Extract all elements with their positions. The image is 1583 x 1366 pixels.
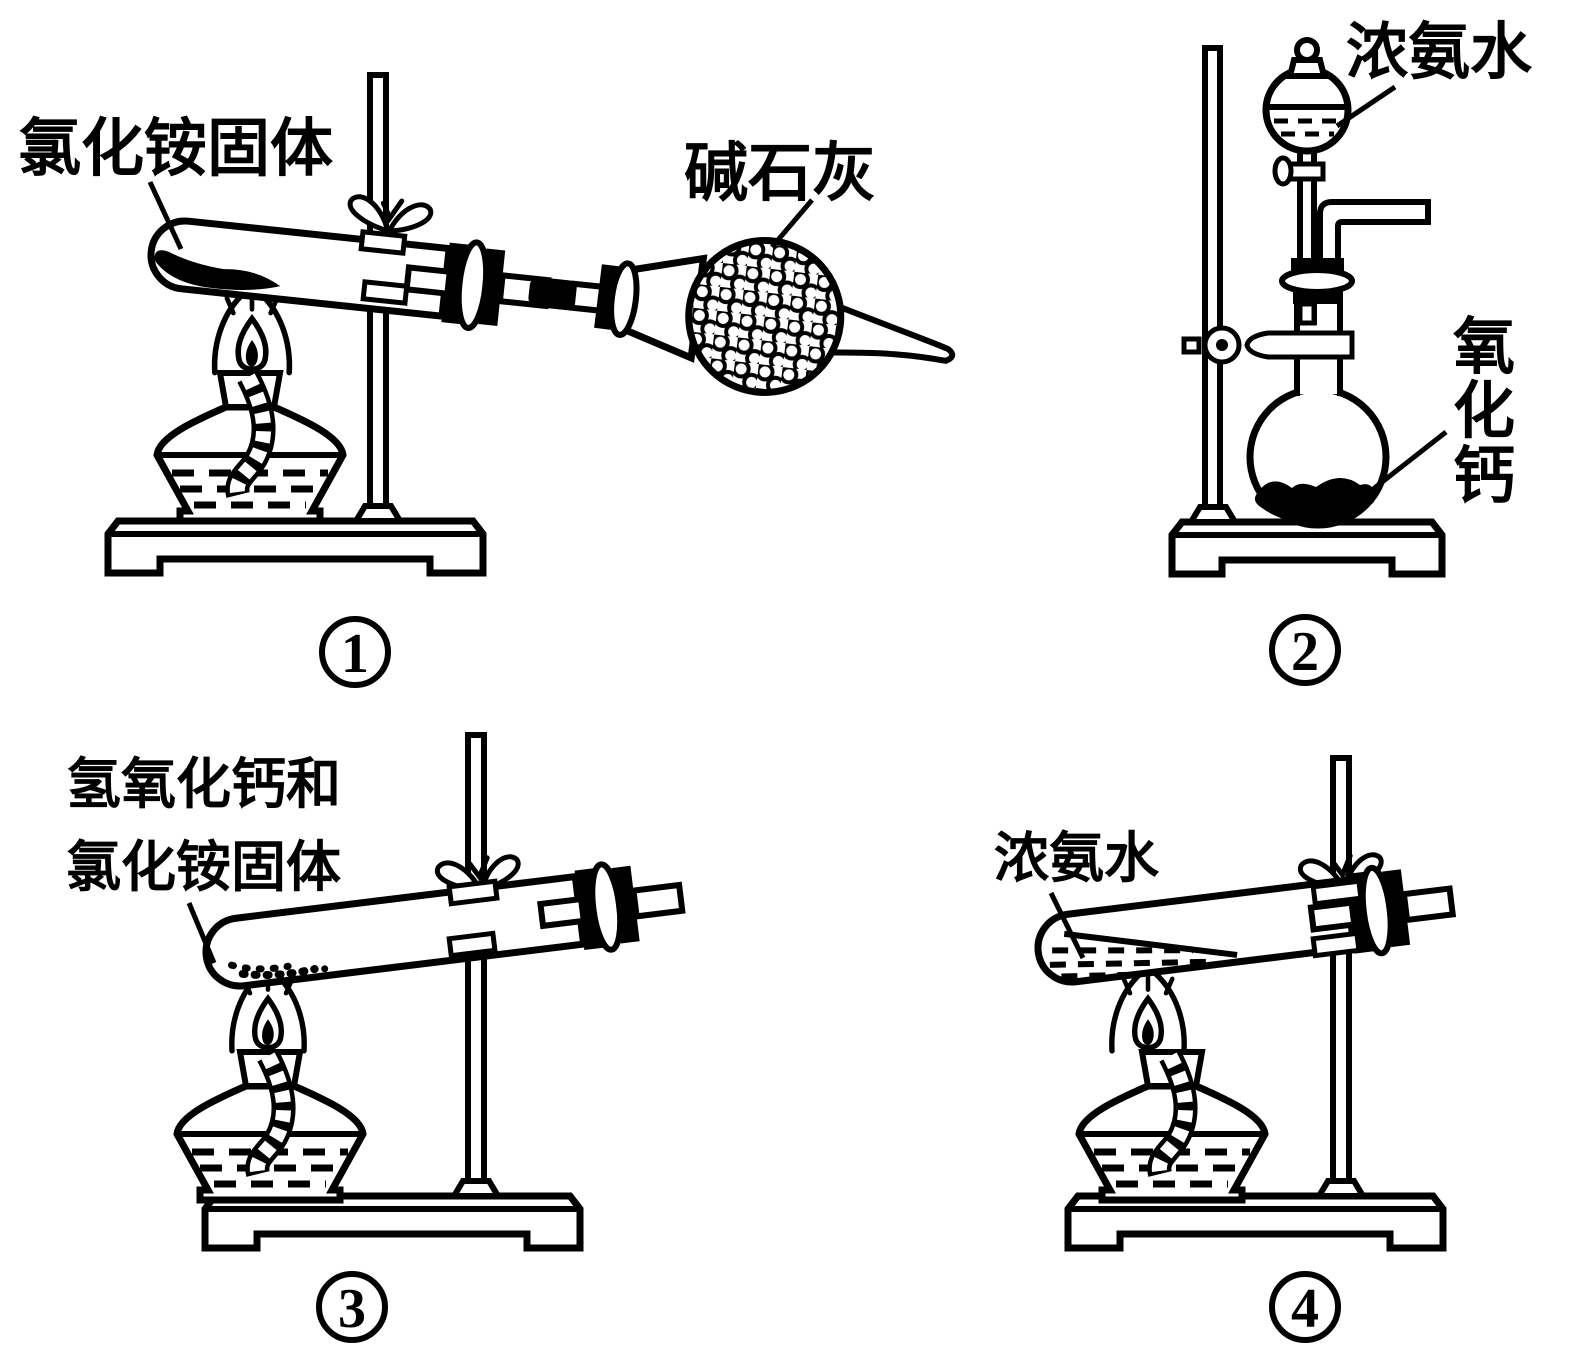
circled-number-4-text: 4 [1291, 1278, 1319, 1340]
label-calcium-oxide: 氧 化 钙 [1453, 313, 1515, 511]
circled-number-2-text: 2 [1291, 621, 1319, 683]
label-ammonia-solution: 浓氨水 [1346, 18, 1533, 87]
svg-text:氧: 氧 [1453, 313, 1515, 382]
svg-text:钙: 钙 [1453, 442, 1515, 511]
clamp-bow [348, 196, 432, 235]
circled-number-2 [1269, 614, 1341, 686]
label-ammonium-chloride: 氯化铵固体 [18, 114, 333, 184]
stand-rod [1202, 45, 1223, 513]
stand-rod [1330, 755, 1352, 1186]
stand-rod-foot [1319, 1181, 1363, 1196]
setup-4: 浓氨水 4 [994, 755, 1456, 1343]
ammonium-chloride-solid [154, 250, 281, 290]
delivery-tube [1317, 199, 1431, 265]
alcohol-lamp [157, 373, 343, 521]
leader-line [1335, 84, 1397, 129]
setup-3: 氢氧化钙和 氯化铵固体 3 [66, 732, 686, 1343]
clamp-holder [1244, 330, 1355, 360]
clamp-screw [1181, 336, 1202, 355]
stand-rod-foot [356, 506, 400, 521]
rubber-connector [528, 277, 578, 311]
stand-base [1068, 1196, 1443, 1248]
label-mixture-line2: 氯化铵固体 [66, 836, 341, 898]
circled-number-3-text: 3 [338, 1278, 366, 1340]
funnel-stopper [1286, 57, 1328, 79]
stand-base [205, 1196, 580, 1248]
circled-number-1 [319, 616, 391, 688]
label-soda-lime: 碱石灰 [684, 137, 876, 209]
leader-line [147, 180, 184, 251]
drying-tube-spout [825, 300, 956, 364]
liquid-surface [1063, 930, 1238, 958]
alcohol-lamp [177, 1052, 363, 1200]
stand-base [1172, 522, 1442, 574]
stand-rod-foot [454, 1181, 498, 1196]
clamp-jaw [1310, 878, 1364, 907]
leader-line [770, 198, 814, 249]
leader-line [186, 902, 217, 964]
circled-number-4 [1269, 1271, 1341, 1343]
clamp-jaw [360, 279, 410, 306]
drying-tube [594, 236, 956, 396]
label-mixture-line1: 氢氧化钙和 [66, 753, 341, 815]
test-tube [1034, 859, 1456, 986]
stand-rod-foot [1191, 507, 1235, 522]
setup-1: 氯化铵固体 碱石灰 1 [18, 72, 956, 688]
stopcock-handle [1272, 155, 1294, 187]
clamp-jaw [446, 878, 500, 907]
setup-2: 浓氨水 氧 化 钙 2 [1172, 18, 1533, 686]
calcium-oxide-solid [1254, 477, 1375, 524]
leader-line [1361, 430, 1448, 499]
circled-number-1-text: 1 [341, 623, 369, 685]
circled-number-3 [316, 1271, 388, 1343]
leader-line [1048, 891, 1086, 960]
test-tube [202, 855, 686, 990]
clamp-jaw [1310, 930, 1362, 959]
mixture-granules [238, 965, 319, 979]
funnel-stem-tip [1297, 301, 1317, 326]
svg-text:化: 化 [1453, 377, 1515, 446]
stand-base [108, 521, 483, 573]
clamp-jaw [358, 229, 408, 256]
alcohol-lamp [1079, 1052, 1265, 1200]
label-ammonia-solution: 浓氨水 [994, 827, 1160, 889]
clamp-jaw [446, 930, 498, 959]
ammonia-solution-liquid [1052, 947, 1194, 954]
